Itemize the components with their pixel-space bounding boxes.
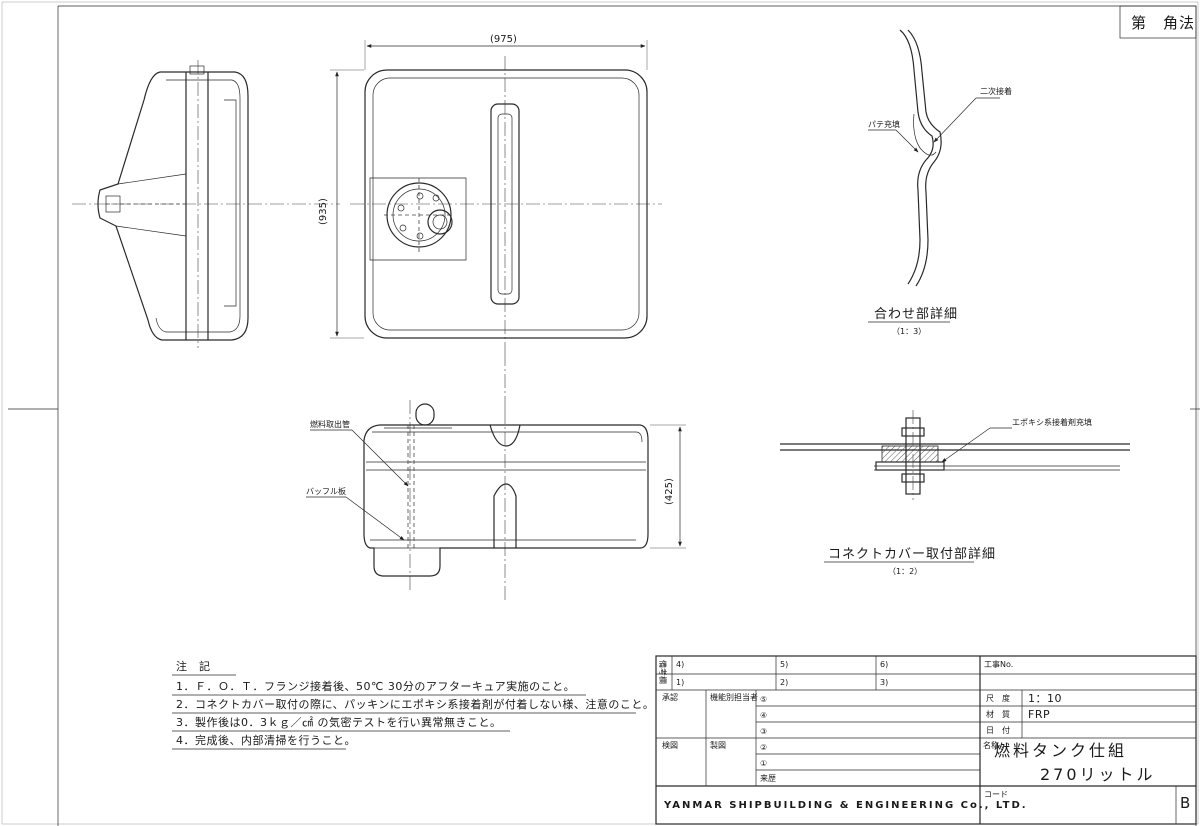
mark-2: ② (760, 743, 767, 752)
cover-detail-scale: （1：2） (888, 567, 922, 576)
front-view: (425) 燃料取出管 バッフル板 (306, 400, 686, 600)
rev-1: 1) (676, 678, 684, 687)
mark-1: ① (760, 759, 767, 768)
sheet-size-mark: B (1180, 794, 1191, 812)
width-dimension: (975) (490, 34, 517, 45)
secondary-bond-callout: 二次接着 (980, 86, 1012, 96)
note-1: 1．Ｆ．Ｏ．Ｔ．フランジ接着後、50℃ 30分のアフターキュア実施のこと。 (176, 679, 575, 693)
joint-detail-scale: （1：3） (892, 327, 926, 336)
epoxy-fill-callout: エポキシ系接着剤充填 (1012, 417, 1092, 427)
approval-label: 承認 (662, 692, 678, 702)
fuel-outlet-callout: 燃料取出管 (310, 419, 350, 429)
name-label: 名称 (983, 740, 999, 750)
title-block: 備考欄 4) 5) 6) 1) 2) 3) 承認 機能別担当者 ⑤ ④ ③ 検図… (655, 655, 1197, 825)
rev-5: 5) (780, 660, 788, 669)
side-view (72, 60, 340, 348)
designer-label: 機能別担当者 (710, 692, 758, 702)
mark-3: ③ (760, 727, 767, 736)
mark-4: ④ (760, 711, 767, 720)
material-label: 材 質 (986, 709, 1010, 719)
note-3: 3．製作後は0．3ｋｇ／㎠ の気密テストを行い異常無きこと。 (176, 715, 502, 729)
work-no-label: 工事No. (984, 659, 1013, 669)
height-dimension: (935) (318, 198, 329, 225)
baffle-callout: バッフル板 (306, 486, 346, 496)
drafting-label: 製図 (710, 740, 726, 750)
cover-detail-title: コネクトカバー取付部詳細 (828, 546, 996, 562)
note-4: 4．完成後、内部清掃を行うこと。 (176, 733, 356, 747)
rev-3: 3) (880, 678, 888, 687)
mark-5: ⑤ (760, 695, 767, 704)
projection-box (1119, 5, 1197, 39)
rev-6: 6) (880, 660, 888, 669)
note-2: 2．コネクトカバー取付の際に、パッキンにエポキシ系接着剤が付着しない様、注意のこ… (176, 697, 654, 711)
company-name: YANMAR SHIPBUILDING & ENGINEERING Co., L… (663, 800, 1028, 811)
scale-label: 尺 度 (986, 693, 1010, 703)
history-label: 来歴 (760, 774, 776, 783)
putty-callout: パテ充填 (868, 119, 900, 129)
rev-4: 4) (676, 660, 684, 669)
drawing-name: 燃料タンク仕組 (994, 741, 1127, 760)
cover-detail: エポキシ系接着剤充填 コネクトカバー取付部詳細 （1：2） (780, 410, 1130, 576)
scale-value: 1：10 (1028, 692, 1062, 705)
code-label: コード (984, 790, 1008, 799)
joint-detail-title: 合わせ部詳細 (874, 306, 958, 322)
joint-detail: 二次接着 パテ充填 合わせ部詳細 （1：3） (868, 29, 1012, 336)
projection-label: 第 角法 (1131, 14, 1195, 32)
date-label: 日 付 (986, 725, 1010, 735)
front-height-dimension: (425) (664, 478, 675, 505)
material-value: FRP (1028, 708, 1050, 721)
revision-label: 備考欄 (658, 660, 668, 684)
notes-heading: 注 記 (176, 659, 211, 673)
notes-block: 注 記 1．Ｆ．Ｏ．Ｔ．フランジ接着後、50℃ 30分のアフターキュア実施のこと… (172, 659, 654, 750)
inspection-label: 検図 (662, 740, 678, 750)
capacity: 270リットル (1040, 765, 1156, 784)
top-view: (975) (935) (318, 34, 662, 410)
rev-2: 2) (780, 678, 788, 687)
